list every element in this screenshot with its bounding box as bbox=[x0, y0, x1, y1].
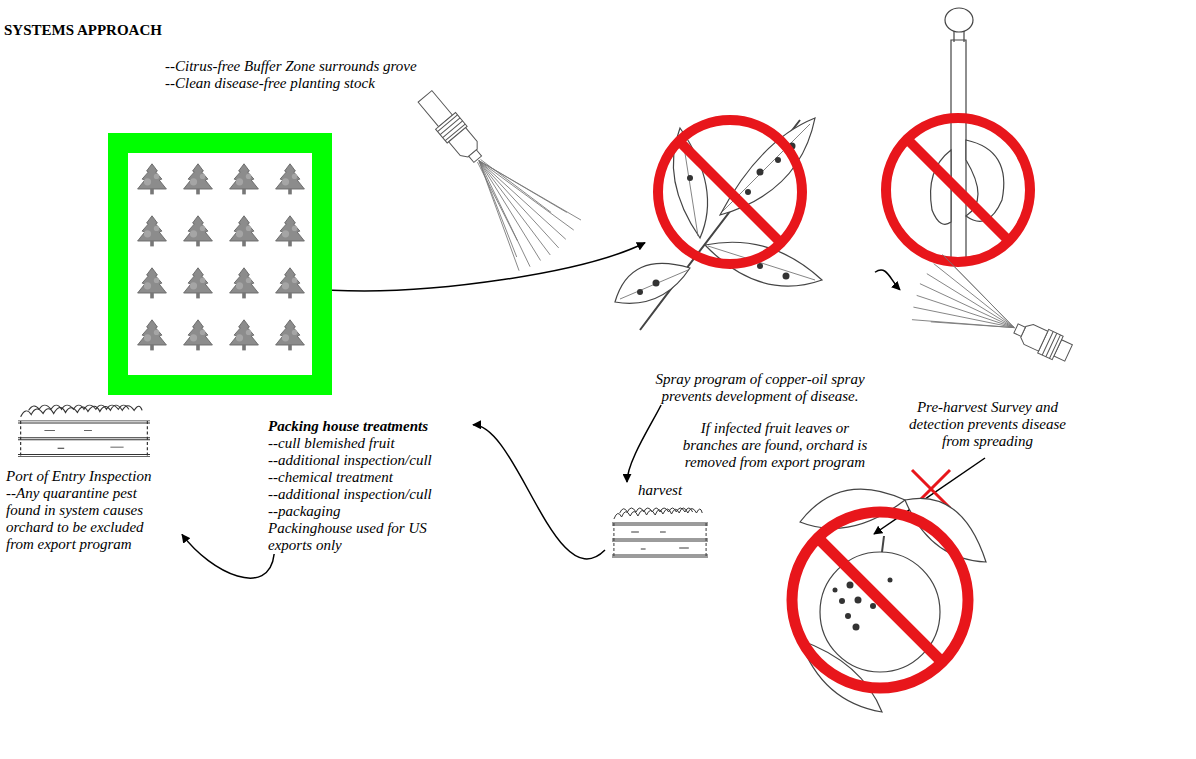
tree bbox=[138, 164, 167, 195]
flower-stem bbox=[951, 40, 966, 265]
node-heading: Spray program of copper-oil spray preven… bbox=[645, 371, 875, 405]
tree bbox=[230, 216, 259, 247]
tree bbox=[230, 320, 259, 351]
style bbox=[954, 31, 964, 42]
node-text: --additional inspection/cull bbox=[268, 486, 473, 503]
grove-trees bbox=[138, 164, 305, 351]
spray-nozzle bbox=[394, 71, 585, 277]
tip bbox=[469, 150, 482, 163]
fruit bbox=[820, 552, 940, 672]
grove-buffer-zone: --Citrus-free Buffer Zone surrounds grov… bbox=[108, 133, 332, 395]
node-text: Packinghouse used for US exports only bbox=[268, 520, 450, 554]
infected-flower bbox=[886, 8, 1030, 265]
tree bbox=[184, 164, 213, 195]
node-text: --packaging bbox=[268, 503, 473, 520]
port-crate bbox=[18, 405, 150, 456]
node-heading: harvest bbox=[605, 482, 715, 499]
tree bbox=[138, 268, 167, 299]
node-text: --cull blemished fruit bbox=[268, 435, 473, 452]
flow-arrow bbox=[473, 425, 605, 559]
prohibition-circle bbox=[658, 120, 802, 264]
node-text: --Clean disease-free planting stock bbox=[165, 75, 417, 92]
infected-fruit bbox=[792, 489, 986, 712]
tree bbox=[276, 216, 305, 247]
tree bbox=[276, 268, 305, 299]
packing-house: Packing house treatments--cull blemished… bbox=[268, 418, 473, 554]
tree bbox=[230, 268, 259, 299]
tree bbox=[184, 268, 213, 299]
stigma bbox=[945, 8, 973, 32]
node-text: --additional inspection/cull bbox=[268, 452, 473, 469]
flow-arrow bbox=[182, 534, 274, 578]
node-heading: Packing house treatments bbox=[268, 418, 473, 435]
tree bbox=[276, 164, 305, 195]
node-heading: --Citrus-free Buffer Zone surrounds grov… bbox=[165, 58, 417, 75]
port-of-entry: Port of Entry Inspection--Any quarantine… bbox=[6, 398, 182, 553]
flow-arrow bbox=[627, 405, 661, 482]
grove-heading: --Citrus-free Buffer Zone surrounds grov… bbox=[165, 58, 417, 92]
diseased-leaves bbox=[615, 118, 822, 330]
fruit-stem bbox=[882, 536, 884, 552]
node-heading: Pre-harvest Survey and detection prevent… bbox=[900, 399, 1075, 450]
flow-arrow bbox=[875, 270, 900, 290]
harvest-step: harvest bbox=[605, 482, 715, 562]
spray-mist bbox=[448, 135, 585, 277]
tree bbox=[138, 320, 167, 351]
tree bbox=[138, 216, 167, 247]
tree bbox=[276, 320, 305, 351]
harvest-crate bbox=[612, 508, 708, 557]
tree bbox=[184, 216, 213, 247]
leaf bbox=[615, 263, 690, 303]
prohibition-circle bbox=[886, 118, 1030, 262]
prohibition-slash bbox=[907, 139, 1009, 241]
spray-program: Spray program of copper-oil spray preven… bbox=[645, 110, 875, 405]
prohibition-slash bbox=[818, 538, 942, 662]
leaf bbox=[905, 498, 986, 562]
tree bbox=[184, 320, 213, 351]
diagram-title: SYSTEMS APPROACH bbox=[4, 22, 162, 39]
note-text: If infected fruit leaves or branches are… bbox=[672, 420, 878, 471]
tip bbox=[1014, 324, 1025, 336]
preharvest-survey: Pre-harvest Survey and detection prevent… bbox=[900, 268, 1075, 450]
prohibition-circle bbox=[792, 512, 968, 688]
node-text: --Any quarantine pest found in system ca… bbox=[6, 485, 158, 553]
spray-mist bbox=[905, 251, 1030, 360]
flow-arrow bbox=[332, 243, 645, 291]
node-text: --chemical treatment bbox=[268, 469, 473, 486]
prohibition-slash bbox=[679, 141, 781, 243]
tree bbox=[230, 164, 259, 195]
survey-nozzle bbox=[905, 251, 1084, 386]
node-heading: Port of Entry Inspection bbox=[6, 468, 182, 485]
